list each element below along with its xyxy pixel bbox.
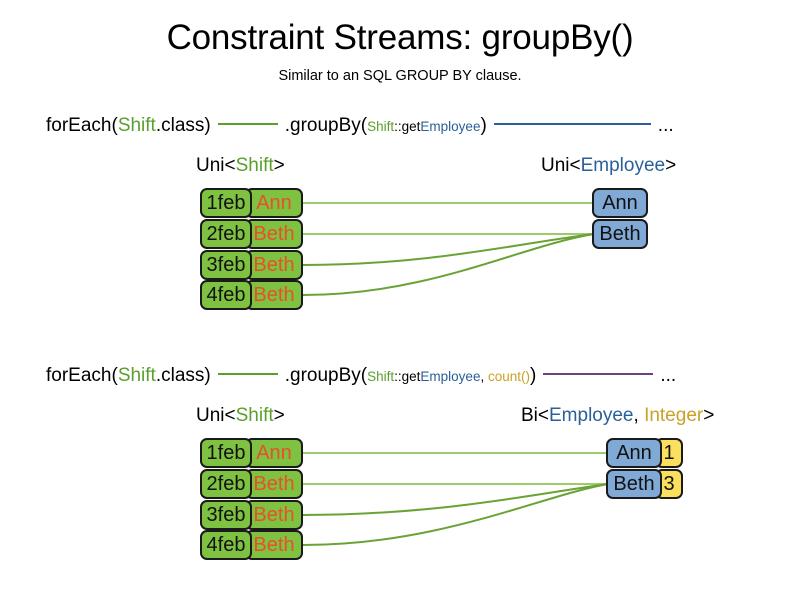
right-type-label-2: Bi<Employee, Integer> xyxy=(521,405,714,427)
groupby-ref-owner: Shift xyxy=(367,369,395,384)
right-type-name-1: Employee xyxy=(580,155,666,176)
shift-node[interactable]: 2feb Beth xyxy=(200,469,303,499)
foreach-suffix: .class) xyxy=(155,115,211,136)
groupby-ref-sep: ::get xyxy=(394,369,421,384)
page-title: Constraint Streams: groupBy() xyxy=(166,18,634,57)
page-subtitle: Similar to an SQL GROUP BY clause. xyxy=(278,68,522,84)
right-type-name-2: Employee xyxy=(549,405,634,426)
left-type-prefix-2: Uni< xyxy=(196,405,236,426)
shift-date-cell: 4feb xyxy=(200,280,252,310)
shift-employee-cell: Beth xyxy=(245,469,303,499)
shift-node[interactable]: 1feb Ann xyxy=(200,188,303,218)
shift-node[interactable]: 3feb Beth xyxy=(200,500,303,530)
ellipsis-1: ... xyxy=(657,115,674,136)
employee-node[interactable]: Beth xyxy=(592,219,648,249)
shift-date-cell: 3feb xyxy=(200,250,252,280)
shift-employee-cell: Ann xyxy=(245,438,303,468)
shift-date-cell: 3feb xyxy=(200,500,252,530)
employee-name-cell: Ann xyxy=(606,438,662,468)
foreach-type-shift: Shift xyxy=(117,365,156,386)
shift-employee-cell: Ann xyxy=(245,188,303,218)
left-type-prefix-1: Uni< xyxy=(196,155,236,176)
right-type-suffix-2: > xyxy=(703,405,715,426)
shift-node[interactable]: 2feb Beth xyxy=(200,219,303,249)
right-type-suffix-1: > xyxy=(665,155,677,176)
right-type-prefix-1: Uni< xyxy=(541,155,581,176)
shift-employee-cell: Beth xyxy=(245,250,303,280)
shift-date-cell: 1feb xyxy=(200,188,252,218)
code-line-groupby-count: forEach(Shift.class).groupBy(Shift::getE… xyxy=(46,366,676,385)
shift-employee-cell: Beth xyxy=(245,280,303,310)
shift-date-cell: 2feb xyxy=(200,219,252,249)
right-type-name2-2: Integer xyxy=(644,405,704,426)
shift-node[interactable]: 4feb Beth xyxy=(200,280,303,310)
connector-green-1 xyxy=(217,122,278,125)
code-line-groupby: forEach(Shift.class).groupBy(Shift::getE… xyxy=(46,116,674,135)
foreach-type-shift: Shift xyxy=(117,115,156,136)
employee-name-cell: Beth xyxy=(592,219,648,249)
shift-node[interactable]: 3feb Beth xyxy=(200,250,303,280)
right-type-separator-2: , xyxy=(633,405,645,426)
employee-count-node[interactable]: Ann 1 xyxy=(606,438,683,468)
shift-employee-cell: Beth xyxy=(245,500,303,530)
right-type-prefix-2: Bi< xyxy=(521,405,549,426)
left-type-suffix-2: > xyxy=(273,405,285,426)
groupby-suffix: ) xyxy=(530,365,537,386)
right-type-label-1: Uni<Employee> xyxy=(541,155,676,177)
left-type-suffix-1: > xyxy=(273,155,285,176)
left-type-name-1: Shift xyxy=(235,155,274,176)
shift-employee-cell: Beth xyxy=(245,219,303,249)
groupby-prefix: .groupBy( xyxy=(284,115,368,136)
shift-date-cell: 1feb xyxy=(200,438,252,468)
groupby-ref-owner: Shift xyxy=(367,119,395,134)
groupby-prefix: .groupBy( xyxy=(284,365,368,386)
employee-name-cell: Beth xyxy=(606,469,662,499)
shift-node[interactable]: 1feb Ann xyxy=(200,438,303,468)
groupby-ref-sep: ::get xyxy=(394,119,421,134)
ellipsis-2: ... xyxy=(660,365,677,386)
connector-blue-1 xyxy=(493,122,651,125)
foreach-prefix: forEach( xyxy=(46,115,118,136)
connector-purple-2 xyxy=(543,372,654,375)
shift-date-cell: 2feb xyxy=(200,469,252,499)
groupby-ref-prop: Employee xyxy=(420,119,481,134)
left-type-name-2: Shift xyxy=(235,405,274,426)
left-type-label-2: Uni<Shift> xyxy=(196,405,285,427)
shift-node[interactable]: 4feb Beth xyxy=(200,530,303,560)
shift-date-cell: 4feb xyxy=(200,530,252,560)
employee-node[interactable]: Ann xyxy=(592,188,648,218)
connector-green-2 xyxy=(217,372,278,375)
groupby-ref-prop: Employee xyxy=(420,369,481,384)
groupby-collector-count: count() xyxy=(487,369,531,384)
employee-name-cell: Ann xyxy=(592,188,648,218)
employee-count-node[interactable]: Beth 3 xyxy=(606,469,683,499)
left-type-label-1: Uni<Shift> xyxy=(196,155,285,177)
shift-employee-cell: Beth xyxy=(245,530,303,560)
groupby-suffix: ) xyxy=(480,115,487,136)
foreach-prefix: forEach( xyxy=(46,365,118,386)
groupby-comma: , xyxy=(480,369,488,384)
foreach-suffix: .class) xyxy=(155,365,211,386)
